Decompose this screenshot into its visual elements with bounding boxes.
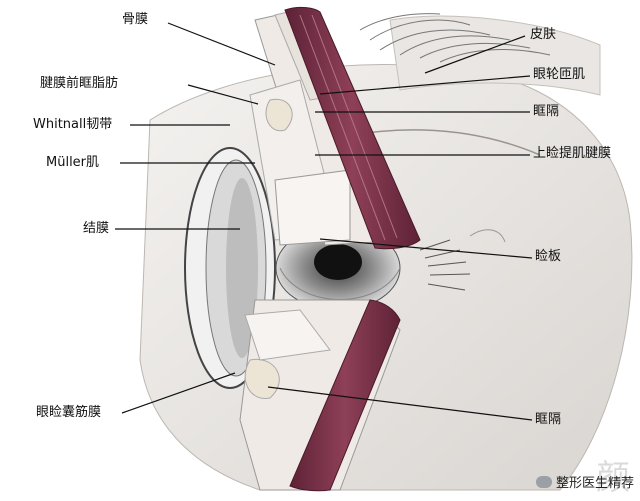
- label-whitnall-ligament: Whitnall韧带: [33, 117, 113, 132]
- leader-lines: [115, 22, 533, 421]
- label-skin: 皮肤: [530, 27, 557, 42]
- label-orbicularis-oculi: 眼轮匝肌: [533, 67, 586, 82]
- wechat-icon: [535, 475, 552, 488]
- label-orbital-septum-lower: 眶隔: [535, 412, 562, 427]
- label-muller-muscle: Müller肌: [46, 155, 100, 170]
- lashes: [419, 229, 506, 291]
- label-tarsus: 睑板: [535, 249, 562, 264]
- watermark-ghost-text: 颜: [596, 458, 632, 498]
- label-preaponeurotic-fat: 腱膜前眶脂肪: [40, 76, 119, 91]
- label-capsulopalpebral-fascia: 眼睑囊筋膜: [36, 405, 102, 420]
- watermark: 整形医生精荐: [535, 472, 634, 491]
- lower-eyelid-section: [239, 299, 401, 492]
- watermark-text: 整形医生精荐: [555, 476, 634, 491]
- label-orbital-septum-upper: 眶隔: [533, 104, 560, 119]
- upper-eyelid-section: [249, 6, 421, 250]
- label-periosteum: 骨膜: [122, 12, 149, 27]
- label-conjunctiva: 结膜: [83, 221, 110, 236]
- eyebrow: [359, 13, 551, 63]
- label-levator-aponeurosis: 上睑提肌腱膜: [533, 146, 612, 161]
